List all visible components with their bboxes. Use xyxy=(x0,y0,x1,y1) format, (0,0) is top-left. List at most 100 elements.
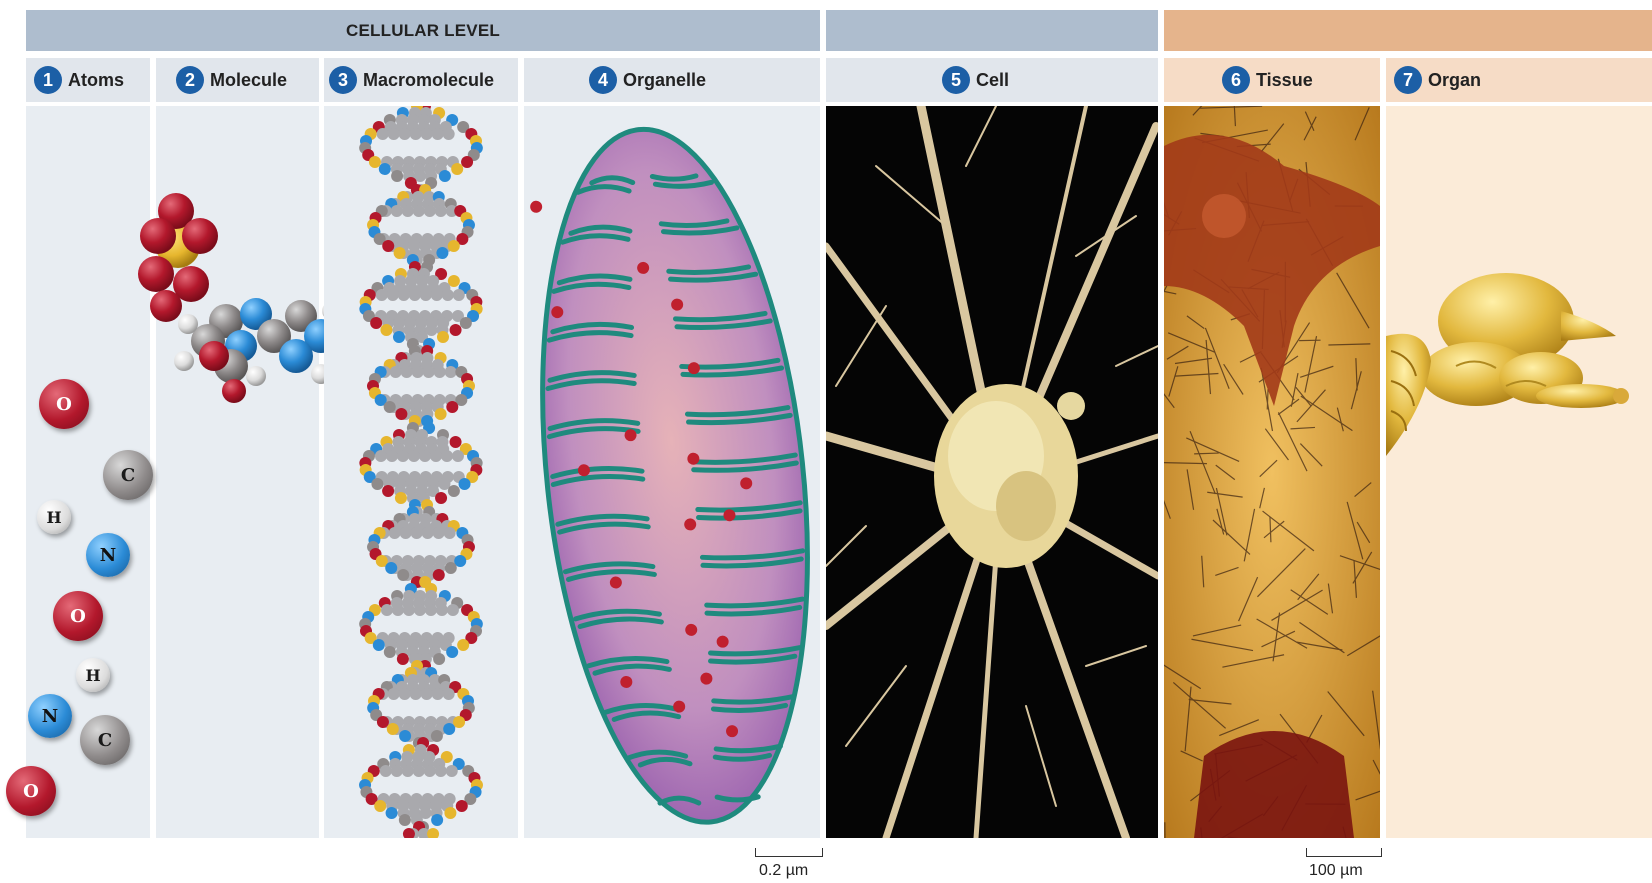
column-label-organelle: Organelle xyxy=(623,70,706,91)
dna-backbone-atom xyxy=(453,716,465,728)
dna-backbone-atom xyxy=(399,814,411,826)
dna-backbone-atom xyxy=(391,170,403,182)
dna-base-pair xyxy=(397,450,409,462)
dna-base-pair xyxy=(424,765,436,777)
dna-backbone-atom xyxy=(384,401,396,413)
dna-base-pair xyxy=(452,450,464,462)
dna-backbone-atom xyxy=(450,324,462,336)
dna-base-pair xyxy=(408,450,420,462)
column-label-atoms: Atoms xyxy=(68,70,124,91)
dna-base-pair xyxy=(432,688,444,700)
dna-base-pair xyxy=(421,128,433,140)
dna-backbone-atom xyxy=(370,317,382,329)
neuron-cell-illustration xyxy=(826,106,1158,838)
dna-backbone-atom xyxy=(371,478,383,490)
nitrogen-atom: N xyxy=(86,533,130,577)
nervous-tissue-micrograph xyxy=(1164,106,1380,838)
dna-backbone-atom xyxy=(461,156,473,168)
dna-backbone-atom xyxy=(460,317,472,329)
dna-base-pair xyxy=(403,604,415,616)
dna-base-pair xyxy=(423,366,435,378)
dna-backbone-atom xyxy=(427,828,439,838)
organismal-level-band xyxy=(1164,10,1652,51)
dna-base-pair xyxy=(419,450,431,462)
dna-backbone-atom xyxy=(439,170,451,182)
dna-backbone-atom xyxy=(397,569,409,581)
dna-backbone-atom xyxy=(435,492,447,504)
dna-backbone-atom xyxy=(384,646,396,658)
dna-double-helix-illustration xyxy=(324,106,518,838)
column-header-tissue: 6 Tissue xyxy=(1164,58,1380,102)
dna-backbone-atom xyxy=(377,716,389,728)
dna-base-pair xyxy=(447,604,459,616)
dna-base-pair xyxy=(434,366,446,378)
dna-base-pair xyxy=(375,450,387,462)
dna-backbone-atom xyxy=(394,247,406,259)
column-header-atoms: 1 Atoms xyxy=(26,58,150,102)
organelle-scale-label: 0.2 µm xyxy=(759,862,808,880)
column-header-macromolecule: 3 Macromolecule xyxy=(324,58,518,102)
dna-backbone-atom xyxy=(397,653,409,665)
column-label-molecule: Molecule xyxy=(210,70,287,91)
dna-base-pair xyxy=(442,289,454,301)
step-number-badge: 5 xyxy=(942,66,970,94)
organelle-scale-bar xyxy=(755,848,823,857)
dna-base-pair xyxy=(445,366,457,378)
dna-base-pair xyxy=(435,765,447,777)
dna-base-pair xyxy=(386,450,398,462)
dna-base-pair xyxy=(444,527,456,539)
dna-backbone-atom xyxy=(448,240,460,252)
column-header-organ: 7 Organ xyxy=(1386,58,1652,102)
carbon-atom: C xyxy=(103,450,153,500)
tissue-scale-label: 100 µm xyxy=(1309,862,1363,880)
dna-base-pair xyxy=(413,765,425,777)
column-header-cell: 5 Cell xyxy=(826,58,1158,102)
dna-base-pair xyxy=(409,289,421,301)
dna-base-pair xyxy=(436,604,448,616)
step-number-badge: 4 xyxy=(589,66,617,94)
dna-base-pair xyxy=(433,527,445,539)
carbon-atom: C xyxy=(80,715,130,765)
dna-base-pair xyxy=(431,289,443,301)
dna-backbone-atom xyxy=(395,492,407,504)
dna-backbone-atom xyxy=(437,331,449,343)
dna-backbone-atom xyxy=(431,730,443,742)
dna-base-pair xyxy=(414,604,426,616)
tissue-fiber xyxy=(1194,453,1219,454)
dna-backbone-atom xyxy=(445,562,457,574)
dna-base-pair xyxy=(389,527,401,539)
column-header-organelle: 4 Organelle xyxy=(524,58,820,102)
dna-backbone-atom xyxy=(433,569,445,581)
dna-backbone-atom xyxy=(382,485,394,497)
step-number-badge: 7 xyxy=(1394,66,1422,94)
cellular-level-title: CELLULAR LEVEL xyxy=(346,21,500,41)
dna-base-pair xyxy=(399,688,411,700)
dna-base-pair xyxy=(392,604,404,616)
dna-backbone-atom xyxy=(380,324,392,336)
dna-base-pair xyxy=(453,289,465,301)
dna-base-pair xyxy=(390,366,402,378)
dna-base-pair xyxy=(425,604,437,616)
dna-base-pair xyxy=(412,366,424,378)
dna-base-pair xyxy=(377,128,389,140)
dna-backbone-atom xyxy=(373,639,385,651)
dna-base-pair xyxy=(435,205,447,217)
dna-base-pair xyxy=(410,128,422,140)
dna-base-pair xyxy=(399,128,411,140)
molecule-illustration xyxy=(116,196,346,466)
dna-backbone-atom xyxy=(444,807,456,819)
dna-base-pair xyxy=(443,128,455,140)
column-label-macromolecule: Macromolecule xyxy=(363,70,494,91)
dna-backbone-atom xyxy=(385,562,397,574)
dna-base-pair xyxy=(402,205,414,217)
tissue-panel xyxy=(1164,106,1380,838)
organ-panel xyxy=(1386,106,1652,838)
dna-base-pair xyxy=(388,688,400,700)
mitochondrion-illustration xyxy=(524,106,820,838)
dna-backbone-atom xyxy=(457,639,469,651)
column-label-tissue: Tissue xyxy=(1256,70,1313,91)
dna-base-pair xyxy=(443,688,455,700)
dna-base-pair xyxy=(387,289,399,301)
dna-base-pair xyxy=(381,604,393,616)
dna-backbone-atom xyxy=(374,800,386,812)
